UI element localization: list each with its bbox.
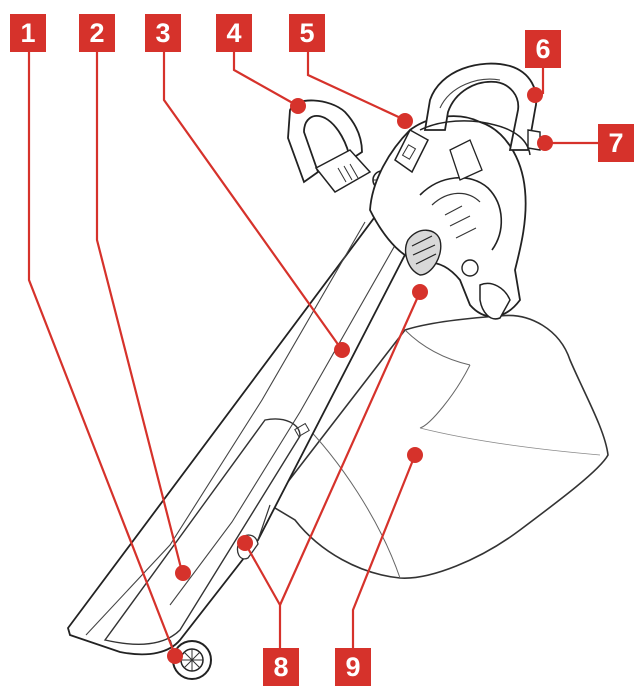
callout-label-1: 1 [10, 14, 46, 52]
leader-dots [167, 87, 553, 664]
leader-line-9 [351, 454, 417, 648]
leader-dot-8 [237, 535, 253, 551]
leader-dot-8-b [412, 284, 428, 300]
callout-label-2: 2 [79, 14, 115, 52]
leader-dot-6 [527, 87, 543, 103]
leader-line-5 [306, 52, 406, 121]
leader-line-8 [244, 542, 282, 648]
leader-lines [27, 52, 598, 656]
callout-label-9: 9 [335, 648, 371, 686]
collection-bag [268, 314, 609, 579]
leader-dot-7 [537, 135, 553, 151]
leader-line-1 [27, 52, 177, 656]
callout-label-7: 7 [598, 124, 634, 162]
leader-line-3 [162, 52, 343, 351]
callout-label-3: 3 [145, 14, 181, 52]
callout-label-4: 4 [216, 14, 252, 52]
rear-handle [423, 62, 538, 151]
callout-label-6: 6 [525, 30, 561, 68]
leader-line-8-b [278, 291, 422, 606]
leader-line-4 [232, 52, 299, 107]
leader-dot-4 [290, 98, 306, 114]
leader-dot-9 [407, 447, 423, 463]
leader-dot-3 [334, 342, 350, 358]
callout-label-8: 8 [263, 648, 299, 686]
leader-dot-1 [167, 648, 183, 664]
leader-dot-2 [175, 565, 191, 581]
wheel [169, 639, 212, 680]
callout-label-5: 5 [289, 14, 325, 52]
leader-dot-5 [397, 113, 413, 129]
leader-line-2 [95, 52, 184, 573]
